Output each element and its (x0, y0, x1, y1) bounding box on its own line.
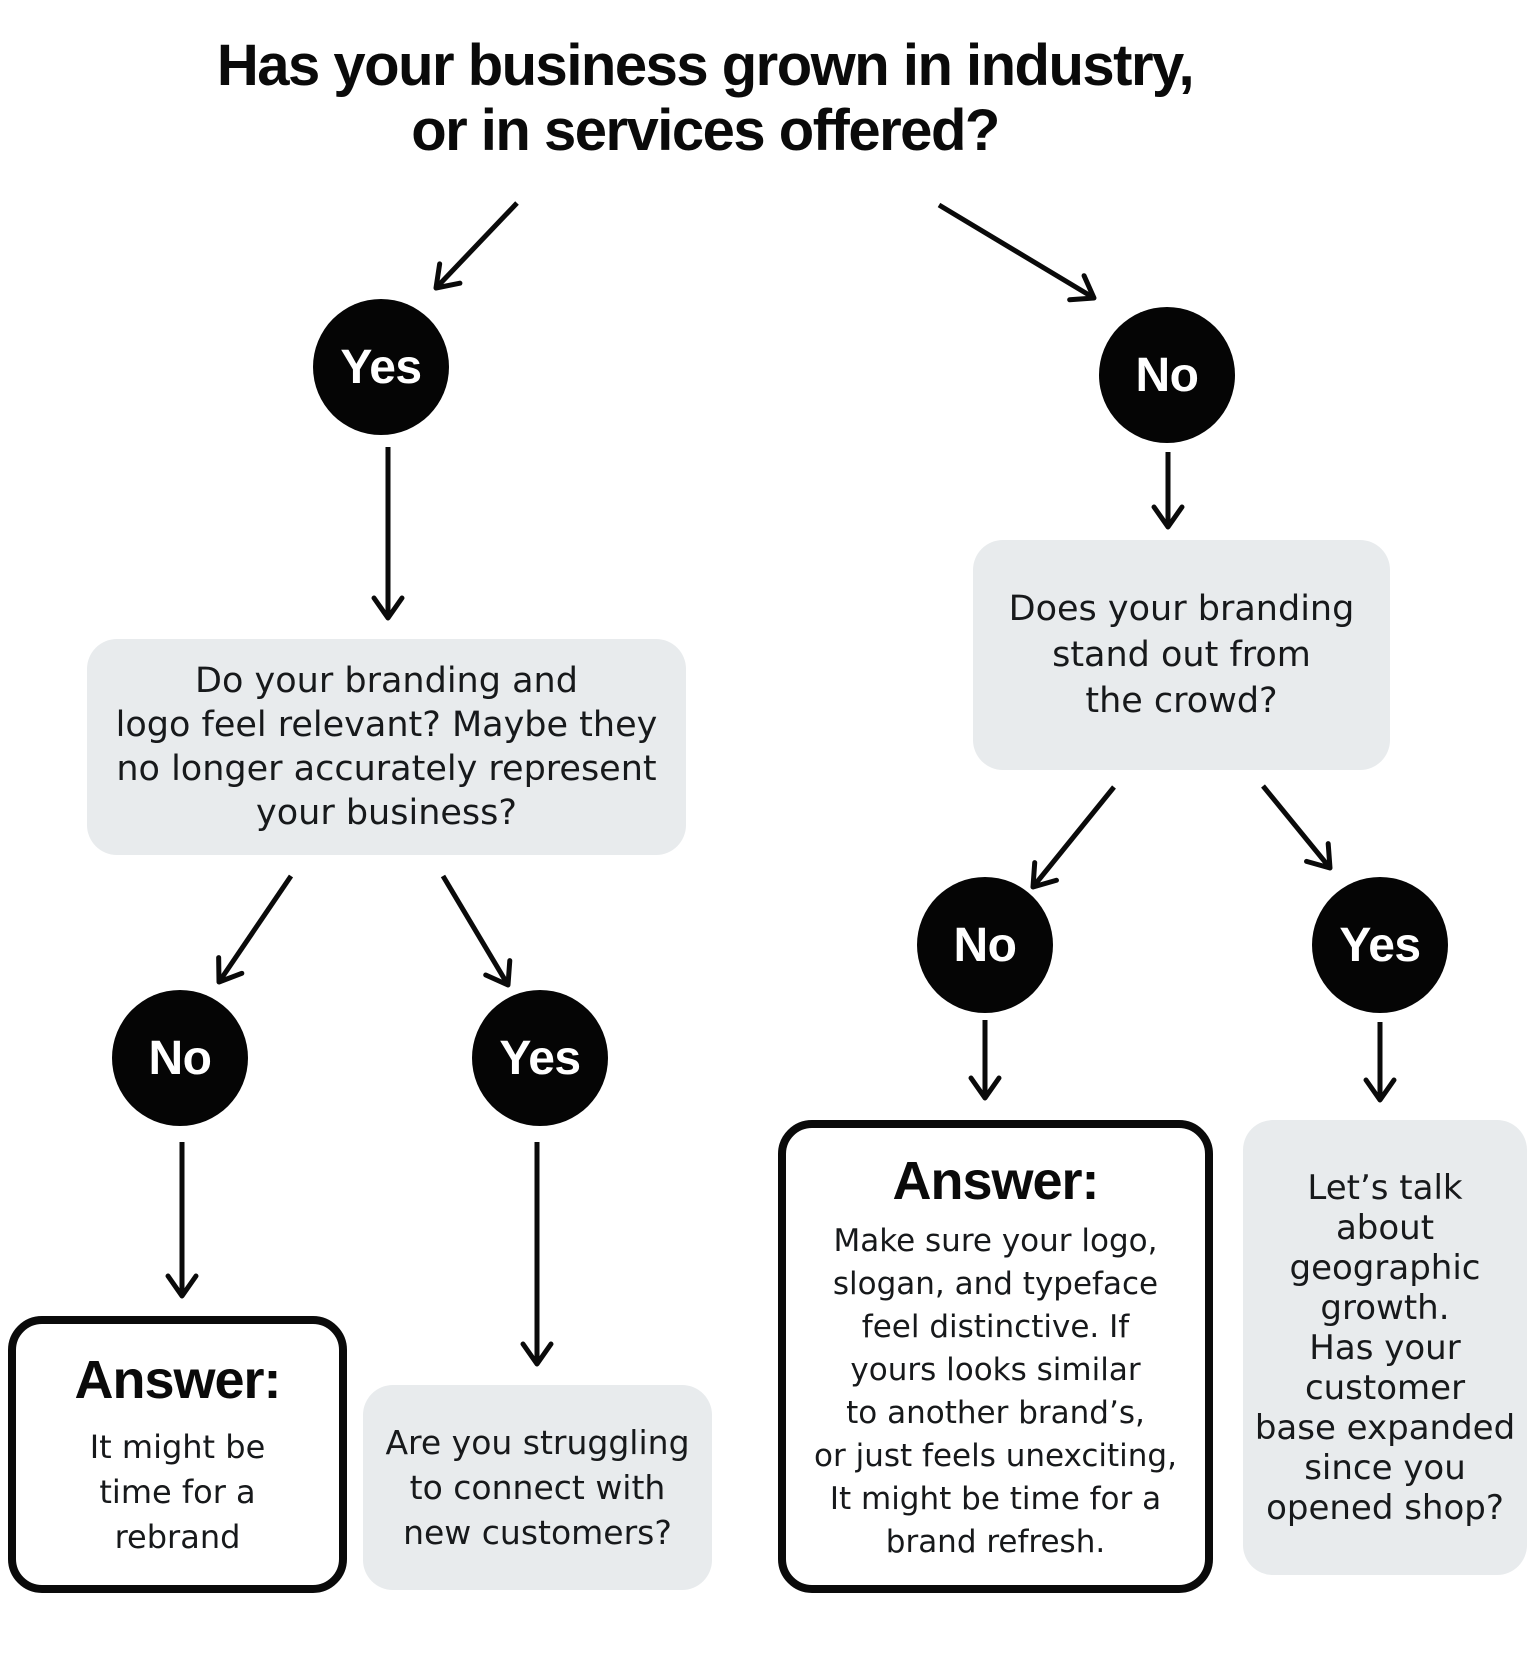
arrow-question-left-to-yes (440, 874, 513, 988)
node-no-right-label: No (953, 918, 1017, 972)
node-yes-top-label: Yes (340, 340, 422, 394)
question-geographic-growth-box: Let’s talk about geographic growth. Has … (1243, 1120, 1527, 1575)
arrow-question-right-to-yes (1261, 784, 1333, 871)
answer-brand-refresh-box: Answer: Make sure your logo, slogan, and… (778, 1120, 1213, 1593)
answer-rebrand-heading: Answer: (74, 1350, 281, 1410)
answer-rebrand-box: Answer: It might be time for a rebrand (8, 1316, 347, 1593)
node-no-right: No (917, 877, 1053, 1013)
node-yes-right: Yes (1312, 877, 1448, 1013)
arrow-title-to-no-top (937, 202, 1097, 303)
node-no-top-label: No (1135, 348, 1199, 402)
answer-rebrand-text: It might be time for a rebrand (89, 1428, 266, 1556)
node-no-left: No (112, 990, 248, 1126)
question-stand-out-box: Does your branding stand out from the cr… (973, 540, 1390, 770)
arrow-question-left-to-no (216, 874, 294, 985)
arrow-title-to-yes-top (433, 201, 519, 291)
node-yes-right-label: Yes (1339, 918, 1421, 972)
question-branding-relevant-box: Do your branding and logo feel relevant?… (87, 639, 686, 855)
node-no-left-label: No (148, 1031, 212, 1085)
node-yes-top: Yes (313, 299, 449, 435)
node-no-top: No (1099, 307, 1235, 443)
answer-brand-refresh-heading: Answer: (892, 1150, 1099, 1211)
root-question-title: Has your business grown in industry, or … (216, 33, 1195, 163)
node-yes-left-label: Yes (499, 1031, 581, 1085)
answer-brand-refresh-text: Make sure your logo, slogan, and typefac… (814, 1222, 1177, 1560)
arrow-question-right-to-no (1030, 785, 1116, 890)
node-yes-left: Yes (472, 990, 608, 1126)
question-struggling-box: Are you struggling to connect with new c… (363, 1385, 712, 1590)
